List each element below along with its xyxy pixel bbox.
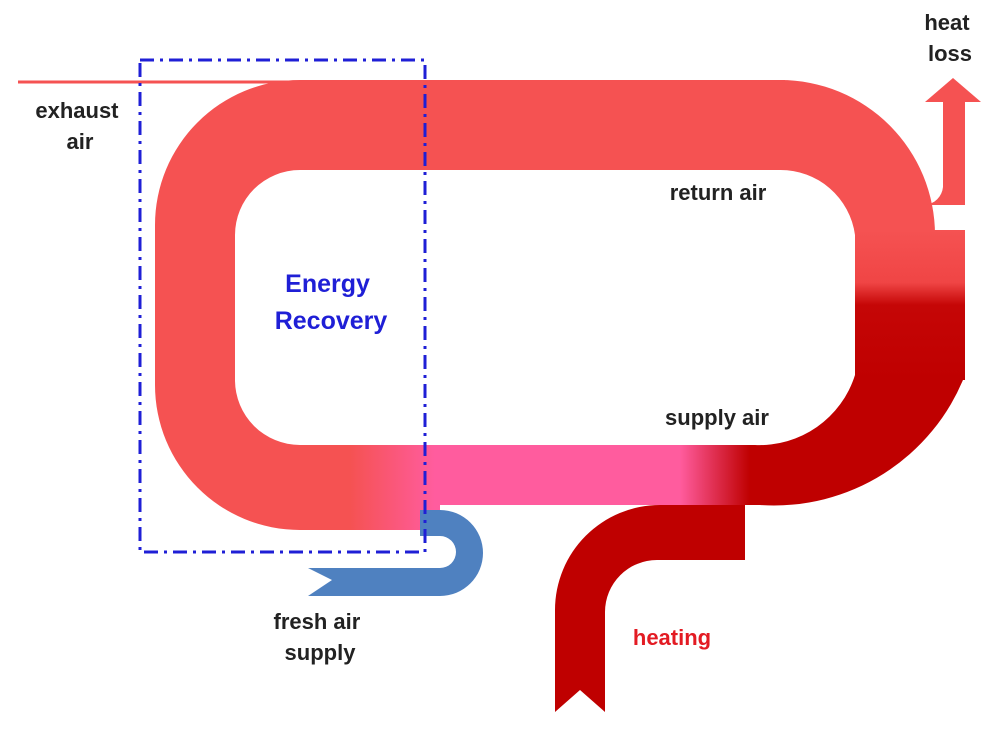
fresh-air-supply-label-line2: supply	[285, 640, 357, 665]
energy-recovery-boundary	[138, 58, 427, 554]
exhaust-air-label-line2: air	[67, 129, 94, 154]
energy-recovery-label-line2: Recovery	[275, 307, 388, 335]
top-right-curve	[780, 80, 935, 235]
fresh-air-band	[308, 510, 483, 596]
energy-recovery-label: Energy Recovery	[275, 270, 388, 335]
return-air-band	[355, 80, 785, 170]
heating-band	[555, 505, 745, 712]
energy-recovery-label-line1: Energy	[285, 270, 370, 298]
exhaust-air-label-line1: exhaust	[35, 98, 119, 123]
heat-loss-branch	[925, 100, 965, 205]
return-air-label: return air	[670, 180, 767, 205]
right-vertical-band	[855, 230, 965, 380]
heat-loss-label-line2: loss	[928, 41, 972, 66]
supply-right-fade	[680, 445, 750, 505]
bottom-right-curve	[745, 375, 965, 506]
left-loop-band	[155, 80, 360, 530]
supply-air-label: supply air	[665, 405, 769, 430]
fresh-air-supply-label: fresh air supply	[274, 609, 367, 665]
exhaust-air-label: exhaust air	[35, 98, 124, 154]
heat-loss-label-line1: heat	[924, 10, 970, 35]
heating-label: heating	[633, 625, 711, 650]
supply-air-band	[435, 445, 685, 505]
heat-loss-label: heat loss	[924, 10, 975, 66]
heat-loss-arrow	[925, 78, 981, 102]
fresh-air-supply-label-line1: fresh air	[274, 609, 361, 634]
